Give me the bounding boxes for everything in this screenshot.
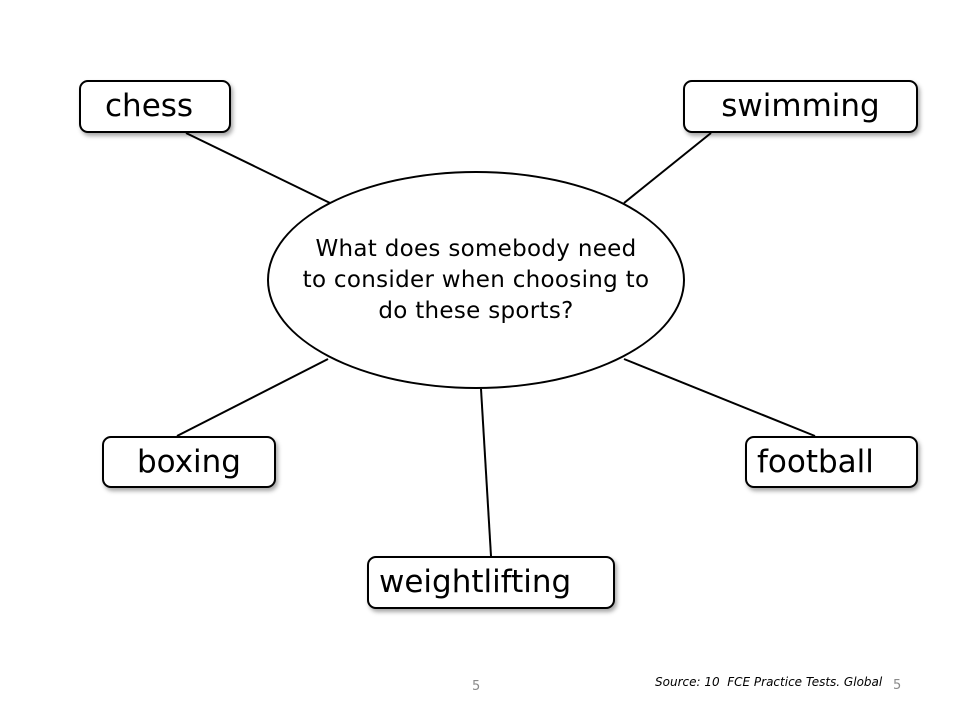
sport-label-chess: chess bbox=[105, 88, 194, 124]
connector-chess bbox=[185, 132, 331, 204]
connector-football bbox=[623, 358, 816, 437]
connector-weightlifting bbox=[480, 388, 492, 557]
sport-box-chess: chess bbox=[79, 80, 231, 133]
central-question-text: What does somebody need to consider when… bbox=[302, 235, 650, 324]
central-question-ellipse: What does somebody need to consider when… bbox=[267, 171, 685, 389]
connector-swimming bbox=[623, 132, 712, 204]
sport-box-boxing: boxing bbox=[102, 436, 276, 488]
sport-box-football: football bbox=[745, 436, 918, 488]
sport-label-swimming: swimming bbox=[721, 88, 880, 124]
sport-label-weightlifting: weightlifting bbox=[379, 564, 572, 600]
sport-box-swimming: swimming bbox=[683, 80, 918, 133]
page-number-corner: 5 bbox=[893, 678, 902, 693]
source-citation: Source: 10 FCE Practice Tests. Global bbox=[655, 675, 883, 689]
connector-boxing bbox=[176, 358, 329, 437]
sport-box-weightlifting: weightlifting bbox=[367, 556, 615, 609]
sport-label-boxing: boxing bbox=[137, 443, 241, 480]
page-number: 5 bbox=[472, 679, 481, 694]
sport-label-football: football bbox=[757, 443, 874, 480]
